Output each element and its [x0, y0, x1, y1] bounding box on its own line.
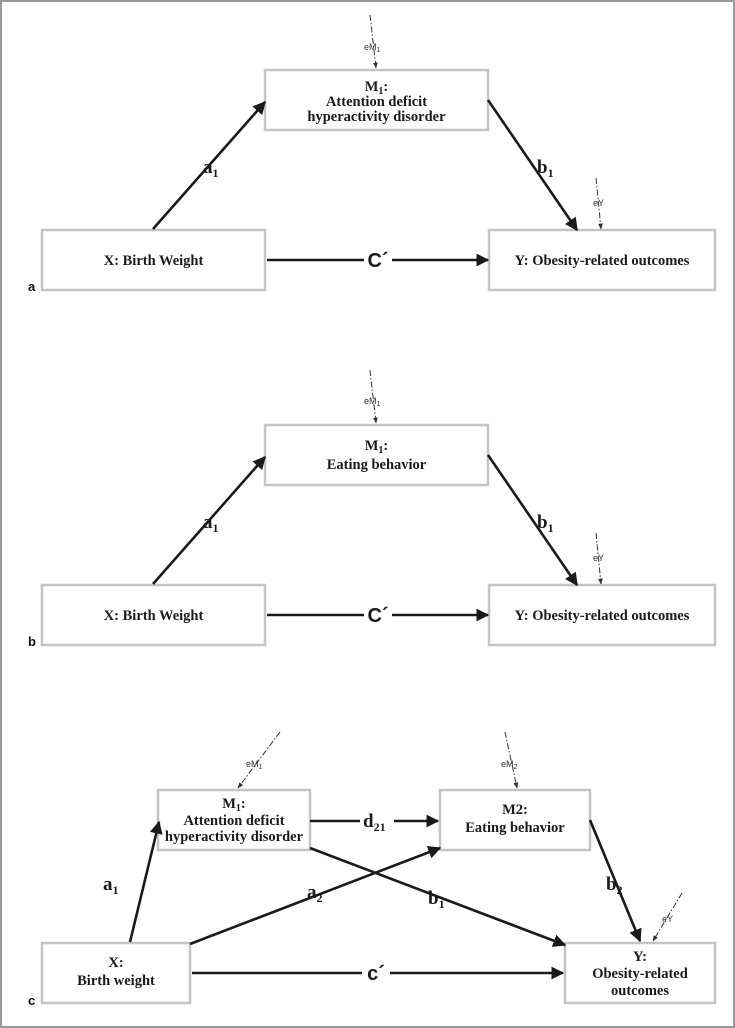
panel-c-m1-line2: hyperactivity disorder — [165, 829, 304, 845]
panel-b-y-box — [487, 583, 717, 647]
panel-b: M1: Eating behavior X: Birth Weight Y: O… — [28, 369, 717, 649]
panel-c-path-c-gap — [362, 961, 390, 983]
panel-c-path-b2-arrow — [588, 819, 642, 943]
panel-a-error-y-arrow — [595, 177, 603, 230]
panel-c-m1-head: M1: — [222, 796, 246, 814]
panel-c-error-y-label: eY — [662, 914, 673, 924]
panel-a-x-box — [40, 228, 267, 292]
panel-c: M1: Attention deficit hyperactivity diso… — [28, 731, 717, 1008]
panel-b-error-y-label: eY — [593, 553, 604, 563]
panel-c-error-m2-arrow — [504, 731, 519, 789]
panel-c-path-b2-label: b2 — [606, 874, 623, 897]
panel-b-mediator-head: M1: — [365, 438, 389, 456]
panel-b-x-box — [40, 583, 267, 647]
panel-a-y-label: Y: Obesity-related outcomes — [515, 253, 690, 269]
panel-a-mediator-box — [263, 68, 490, 132]
panel-a-y-box — [487, 228, 717, 292]
panel-c-path-d21-label: d21 — [363, 811, 386, 834]
panel-c-m2-box — [438, 788, 592, 852]
panel-b-path-b1-arrow — [486, 454, 579, 587]
panel-a-path-a1-label: a1 — [203, 157, 219, 180]
panel-b-path-c-gap — [364, 603, 392, 625]
panel-a-path-a1-arrow — [152, 101, 266, 230]
panel-c-m2-line2: Eating behavior — [465, 820, 565, 836]
panel-b-x-label: X: Birth Weight — [104, 608, 204, 624]
panel-b-path-a1-arrow — [152, 456, 266, 585]
panel-b-path-a1-label: a1 — [203, 512, 219, 535]
panel-c-path-b1-arrow — [309, 846, 567, 947]
panel-a-mediator-line1: Attention deficit — [326, 94, 427, 110]
panel-a: M1: Attention deficit hyperactivity diso… — [28, 14, 717, 294]
panel-b-mediator-line1: Eating behavior — [327, 457, 427, 473]
panel-c-y-line1: Y: — [633, 949, 647, 965]
panel-a-x-label: X: Birth Weight — [104, 253, 204, 269]
panel-a-error-m1-arrow — [369, 14, 378, 69]
panel-a-path-b1-arrow — [486, 99, 579, 232]
panel-c-x-box — [40, 941, 192, 1005]
panel-a-error-y-label: eY — [593, 198, 604, 208]
panel-a-error-m1-label: eM1 — [364, 42, 381, 54]
panel-b-error-m1-arrow — [369, 369, 378, 424]
panel-a-label: a — [28, 279, 36, 294]
panel-b-path-b1-label: b1 — [537, 512, 554, 535]
panel-b-error-m1-label: eM1 — [364, 396, 381, 408]
panel-c-error-m1-arrow — [237, 731, 281, 789]
panel-c-y-line2: Obesity-related — [592, 966, 688, 982]
panel-b-path-c-label: C´ — [367, 605, 388, 627]
panel-c-m2-line1: M2: — [502, 802, 528, 818]
panel-b-y-label: Y: Obesity-related outcomes — [515, 608, 690, 624]
panel-c-path-b1-label: b1 — [428, 888, 445, 911]
panel-c-label: c — [28, 993, 35, 1008]
panel-c-y-line3: outcomes — [611, 983, 669, 999]
panel-a-mediator-line2: hyperactivity disorder — [307, 109, 446, 125]
panel-b-label: b — [28, 634, 36, 649]
panel-c-path-a1-arrow — [128, 820, 163, 943]
panel-c-path-c-label: c´ — [367, 963, 385, 985]
panel-c-m1-line1: Attention deficit — [183, 813, 284, 829]
panel-c-path-a2-label: a2 — [307, 882, 323, 905]
panel-a-path-c-label: C´ — [367, 250, 388, 272]
panel-c-error-m2-label: eM2 — [501, 759, 518, 771]
panel-c-x-line2: Birth weight — [77, 973, 155, 989]
panel-c-path-a1-label: a1 — [103, 874, 119, 897]
panel-c-m1-box — [156, 788, 312, 852]
panel-a-path-b1-label: b1 — [537, 157, 554, 180]
panel-c-y-box — [563, 941, 717, 1005]
panel-b-mediator-box — [263, 423, 490, 487]
panel-a-path-c-gap — [364, 248, 392, 270]
panel-a-mediator-head: M1: — [365, 79, 389, 97]
panel-c-path-d21-gap — [360, 810, 394, 832]
panel-b-error-y-arrow — [595, 532, 603, 585]
panel-c-x-line1: X: — [108, 955, 123, 971]
panel-c-path-a2-arrow — [189, 846, 442, 946]
panel-c-error-m1-label: eM1 — [246, 759, 263, 771]
panel-c-error-y-arrow — [652, 892, 683, 942]
